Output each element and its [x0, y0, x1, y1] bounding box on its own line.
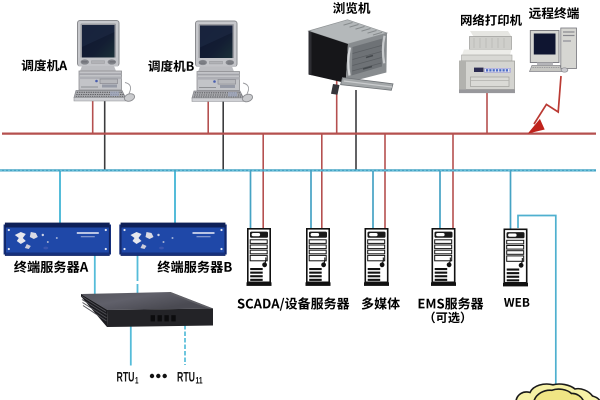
svg-text:11: 11: [196, 376, 203, 386]
svg-text:1: 1: [135, 376, 139, 386]
svg-text:RTU: RTU: [117, 369, 135, 385]
svg-text:RTU: RTU: [177, 369, 195, 385]
